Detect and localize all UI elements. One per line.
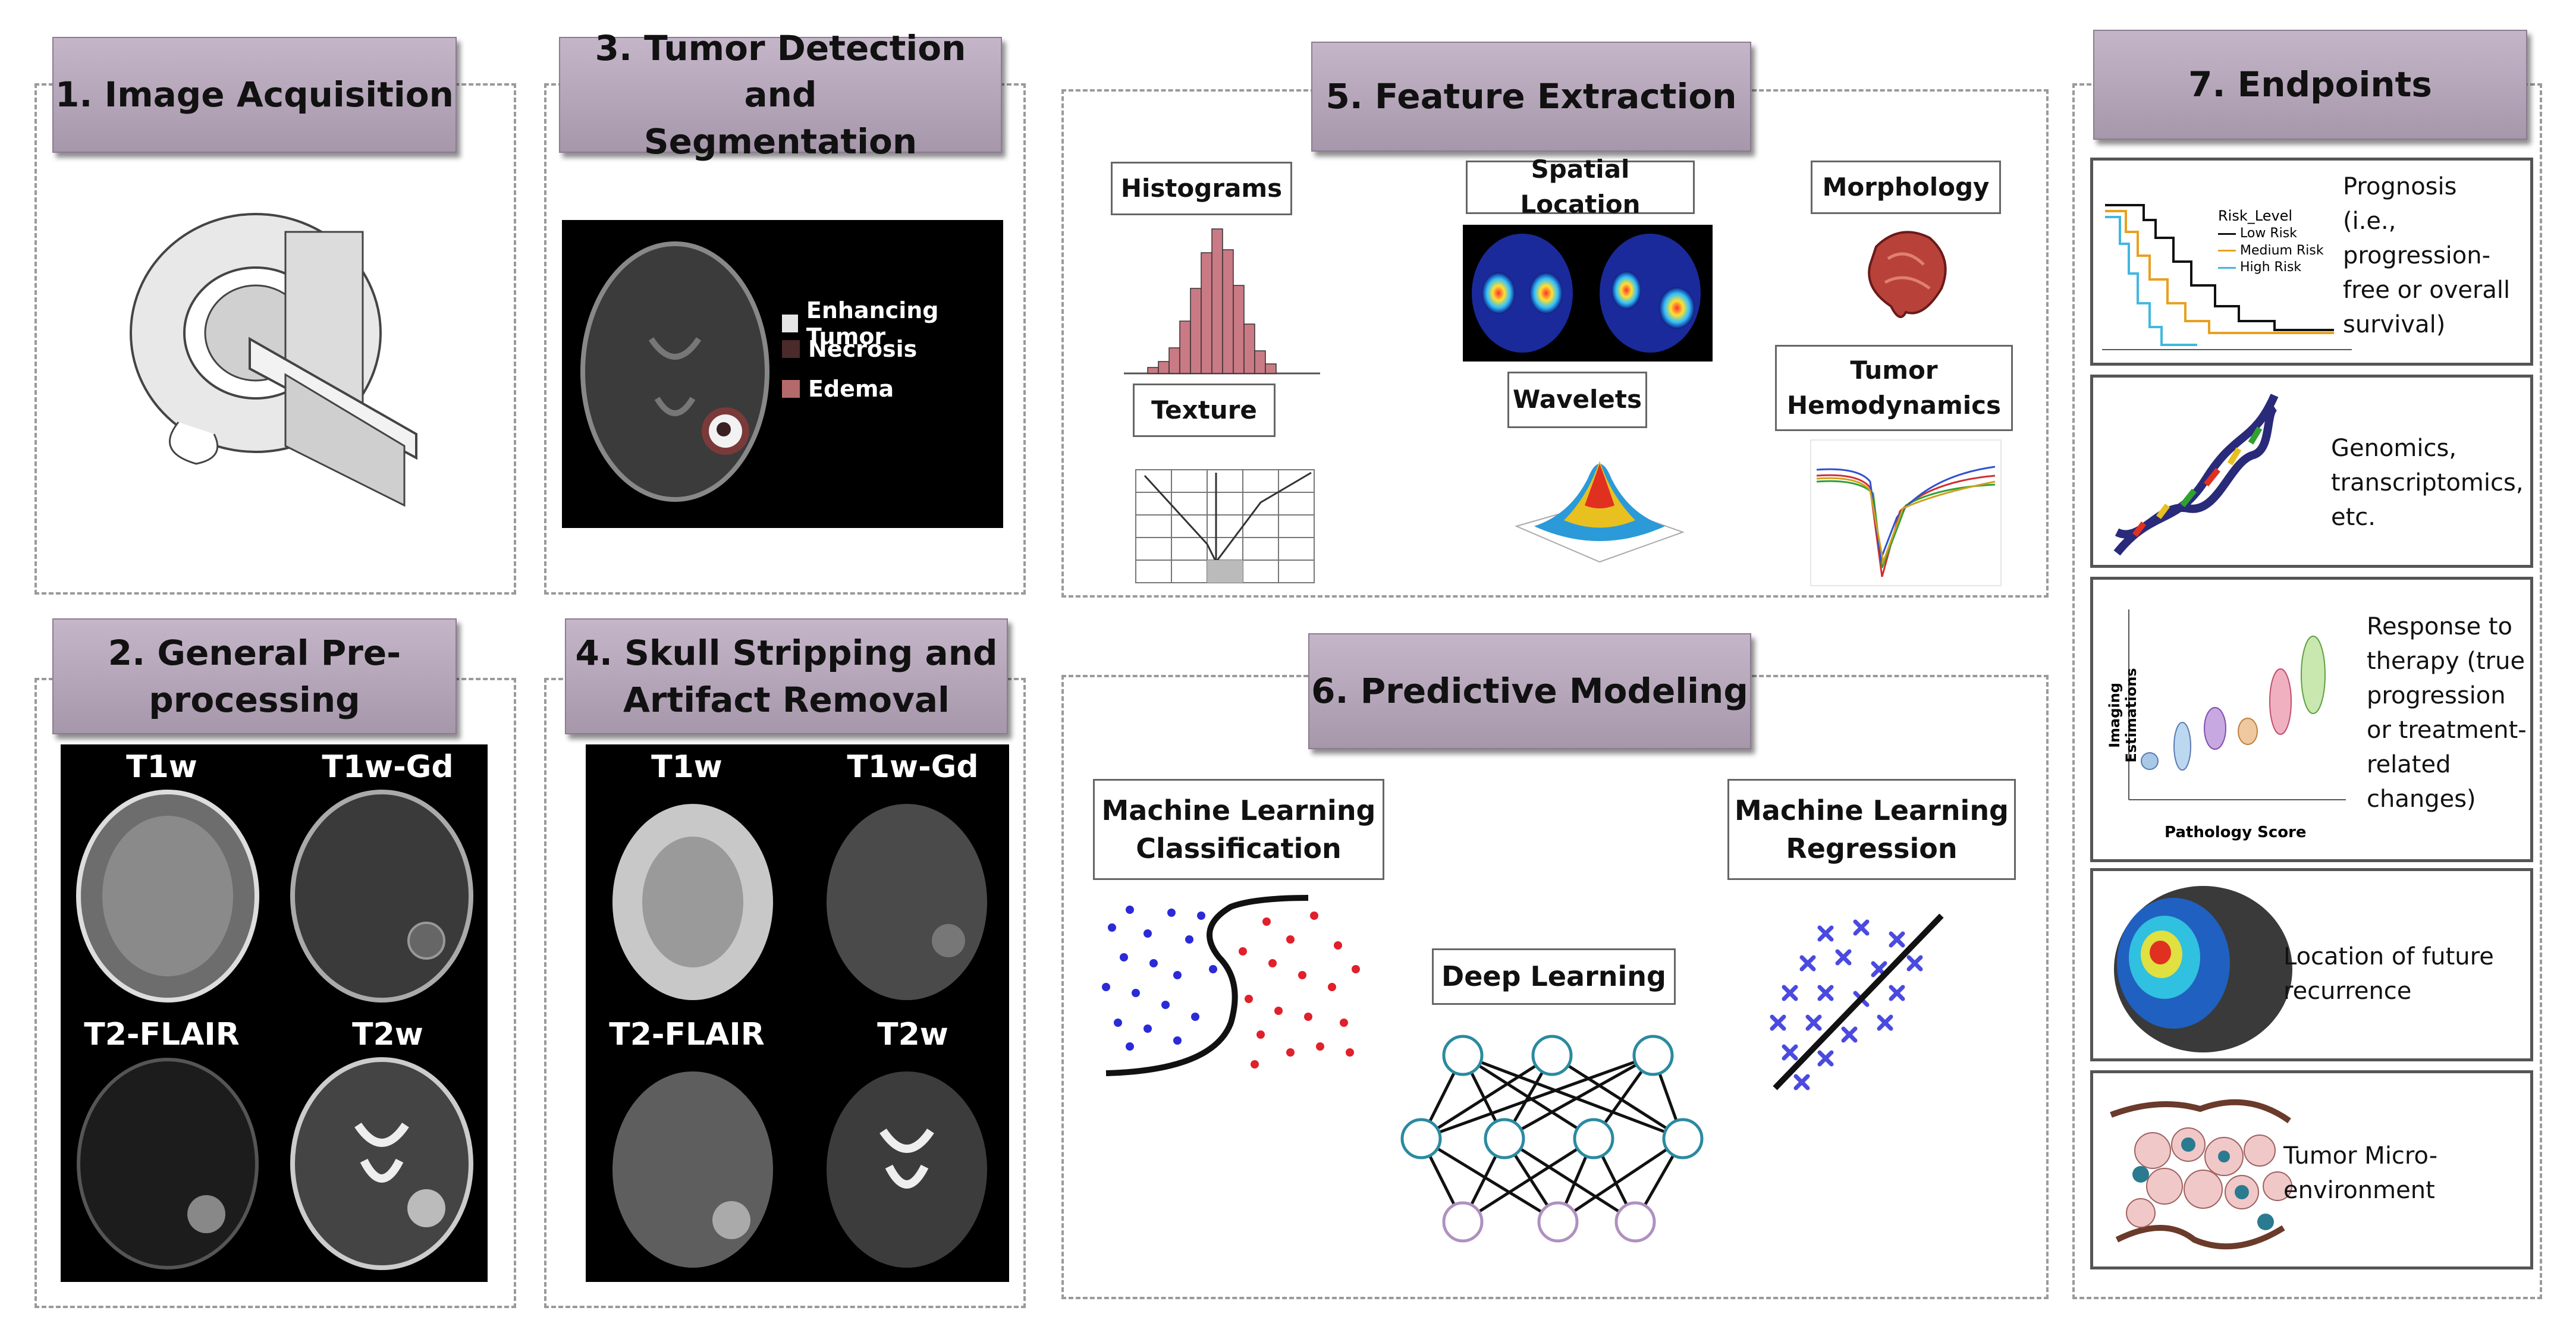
texture-label: Texture	[1133, 384, 1276, 437]
segmented-brain	[580, 241, 769, 502]
endpoint-prognosis: Risk_Level Low Risk Medium Risk High Ris…	[2090, 158, 2533, 366]
step-1-header: 1. Image Acquisition	[52, 37, 457, 153]
genomics-text: Genomics, transcriptomics, etc.	[2331, 435, 2524, 531]
prognosis-text: Prognosis (i.e., progression- free or ov…	[2343, 173, 2511, 338]
mri-label-t1w: T1w	[126, 749, 197, 785]
recurrence-brain-map	[2114, 886, 2292, 1052]
hemodynamics-label: Tumor Hemodynamics	[1775, 345, 2013, 431]
texture-grid-diagram	[1135, 469, 1315, 583]
mri-label-t2-flair: T2-FLAIR	[84, 1017, 240, 1052]
dna-helix-icon	[2113, 394, 2279, 556]
kaplan-meier-plot	[2102, 202, 2352, 351]
histograms-label: Histograms	[1111, 162, 1292, 215]
step-5-header: 5. Feature Extraction	[1311, 42, 1751, 152]
endpoint-microenvironment: Tumor Micro- environment	[2090, 1070, 2533, 1269]
neural-network-diagram	[1400, 1035, 1704, 1243]
response-text: Response to therapy (true progression or…	[2367, 613, 2527, 813]
step-6-header: 6. Predictive Modeling	[1308, 633, 1751, 749]
skull-stripped-mri-grid: T1w T1w-Gd T2-FLAIR T2w	[586, 744, 1009, 1282]
km-legend: Risk_Level Low Risk Medium Risk High Ris…	[2218, 207, 2324, 276]
wavelets-label: Wavelets	[1507, 372, 1647, 428]
mri-label-t1w-gd-stripped: T1w-Gd	[847, 749, 979, 785]
ml-regression-plot	[1770, 913, 1944, 1090]
endpoint-genomics: Genomics, transcriptomics, etc.	[2090, 375, 2533, 568]
violin-plot	[2128, 609, 2346, 800]
step-4-header: 4. Skull Stripping and Artifact Removal	[565, 618, 1008, 734]
mri-label-t2w: T2w	[352, 1017, 423, 1052]
step-7-header: 7. Endpoints	[2093, 30, 2527, 140]
ml-classification-plot	[1102, 895, 1360, 1076]
km-legend-low: Low Risk	[2218, 225, 2324, 243]
spatial-location-label: Spatial Location	[1466, 155, 1695, 219]
stripped-brain-scans	[612, 804, 987, 1268]
ml-regression-label: Machine Learning Regression	[1727, 779, 2016, 880]
microenvironment-text: Tumor Micro- environment	[2283, 1142, 2438, 1204]
spatial-heatmap-maps	[1463, 225, 1713, 362]
recurrence-text: Location of future recurrence	[2283, 943, 2494, 1005]
endpoint-recurrence: Location of future recurrence	[2090, 868, 2533, 1061]
legend-necrosis: Necrosis	[782, 336, 917, 362]
tumor-morphology-shape	[1868, 231, 1947, 318]
legend-edema: Edema	[782, 376, 894, 402]
endpoint-response: Imaging Estimations Pathology Score Resp…	[2090, 577, 2533, 862]
ml-classification-label: Machine Learning Classification	[1093, 779, 1384, 880]
morphology-label: Morphology	[1811, 161, 2001, 214]
step-2-header: 2. General Pre- processing	[52, 618, 457, 734]
brain-scans	[76, 790, 473, 1270]
mri-label-t1w-gd: T1w-Gd	[322, 749, 454, 785]
mri-scanner-icon	[130, 213, 417, 507]
km-legend-medium: Medium Risk	[2218, 243, 2324, 260]
step-3-header: 3. Tumor Detection and Segmentation	[559, 28, 1002, 162]
preprocessing-mri-grid: T1w T1w-Gd T2-FLAIR T2w	[61, 744, 488, 1282]
legend-enhancing-tumor: Enhancing Tumor	[782, 297, 1003, 350]
mri-label-t1w-stripped: T1w	[651, 749, 722, 785]
hemodynamics-curves	[1810, 439, 2002, 586]
violin-y-label: Imaging Estimations	[2106, 668, 2140, 763]
deep-learning-label: Deep Learning	[1432, 948, 1676, 1005]
mri-label-t2-flair-stripped: T2-FLAIR	[609, 1017, 765, 1052]
km-legend-high: High Risk	[2218, 259, 2324, 276]
segmentation-image: Enhancing Tumor Necrosis Edema	[562, 220, 1003, 528]
wavelet-surface-plot	[1515, 461, 1685, 563]
mri-label-t2w-stripped: T2w	[877, 1017, 948, 1052]
violin-x-label: Pathology Score	[2165, 824, 2307, 841]
histogram-chart	[1124, 228, 1320, 375]
km-legend-title: Risk_Level	[2218, 208, 2293, 224]
tumor-microenvironment-illustration	[2110, 1099, 2292, 1250]
